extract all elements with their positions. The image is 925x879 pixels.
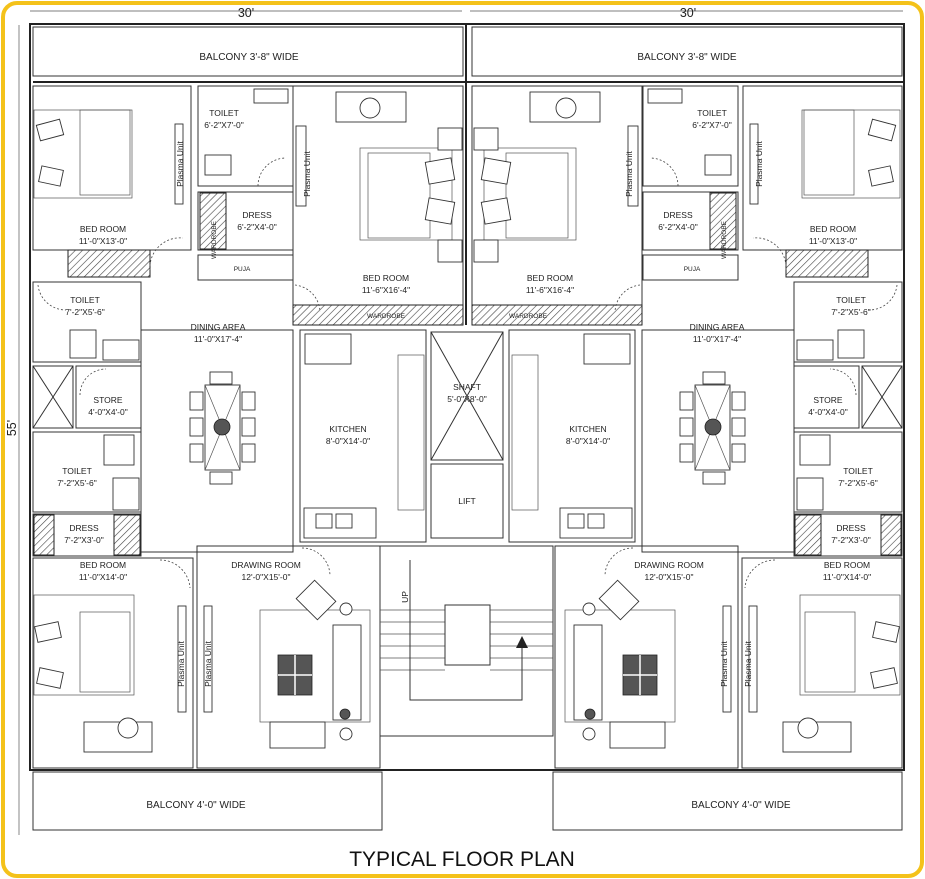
balcony-top-right: BALCONY 3'-8" WIDE (471, 26, 903, 77)
plasma-label: Plasma Unit (176, 640, 186, 686)
outer-walls (29, 23, 905, 771)
drawing-name-label: DRAWING ROOM (231, 560, 301, 570)
lift-label: LIFT (458, 496, 475, 506)
toilet-low-name-label: TOILET (62, 466, 92, 476)
dress-low-size-label: 7'-2"X3'-0" (64, 535, 104, 545)
plasma-label: Plasma Unit (754, 140, 764, 186)
bed-low-name-label: BED ROOM (80, 560, 126, 570)
bed-low-name-label: BED ROOM (824, 560, 870, 570)
store-size-label: 4'-0"X4'-0" (808, 407, 848, 417)
toilet-top-size-label: 6'-2"X7'-0" (204, 120, 244, 130)
toilet-low-name-label: TOILET (843, 466, 873, 476)
depth-label: 55' (5, 420, 19, 436)
balcony-bottom-left-label: BALCONY 4'-0" WIDE (146, 800, 246, 811)
balcony-bottom-right-label: BALCONY 4'-0" WIDE (691, 800, 791, 811)
dress-low-name-label: DRESS (836, 523, 866, 533)
toilet-mid-name-label: TOILET (836, 295, 866, 305)
bed-master-name-label: BED ROOM (527, 273, 573, 283)
bed-corner-size-label: 11'-0"X13'-0" (79, 236, 127, 246)
shaft (430, 331, 504, 461)
drawing-name-label: DRAWING ROOM (634, 560, 704, 570)
kitchen-name-label: KITCHEN (329, 424, 366, 434)
width-right-label: 30' (680, 6, 696, 20)
plasma-label-a: Plasma Unit (175, 140, 185, 186)
dining-name-label: DINING AREA (191, 322, 246, 332)
bed-master-size-label: 11'-6"X16'-4" (526, 285, 574, 295)
toilet-mid-name-label: TOILET (70, 295, 100, 305)
puja-label: PUJA (684, 266, 701, 273)
bed-corner-name-label: BED ROOM (810, 224, 856, 234)
left-unit: Plasma Unit BED ROOM 11'-0"X13'-0" TOILE… (32, 85, 464, 769)
balcony-top-left-label: BALCONY 3'-8" WIDE (199, 52, 299, 63)
dress-low-size-label: 7'-2"X3'-0" (831, 535, 871, 545)
toilet-top-size-label: 6'-2"X7'-0" (692, 120, 732, 130)
balcony-top-right-label: BALCONY 3'-8" WIDE (637, 52, 737, 63)
wardrobe-label: WARDROBE (211, 220, 218, 259)
toilet-mid-size-label: 7'-2"X5'-6" (831, 307, 871, 317)
dining-size-label: 11'-0"X17'-4" (194, 334, 242, 344)
dimension-lines: 30' 30' 55' (5, 6, 903, 835)
plasma-label: Plasma Unit (203, 640, 213, 686)
plasma-label: Plasma Unit (719, 640, 729, 686)
kitchen-size-label: 8'-0"X14'-0" (566, 436, 610, 446)
dining-size-label: 11'-0"X17'-4" (693, 334, 741, 344)
plan-title: TYPICAL FLOOR PLAN (349, 848, 575, 871)
core: SHAFT 5'-0"X8'-0" LIFT UP (379, 331, 554, 737)
kitchen-name-label: KITCHEN (569, 424, 606, 434)
staircase (379, 545, 554, 737)
dress-top-name-label: DRESS (242, 210, 272, 220)
dining-name-label: DINING AREA (690, 322, 745, 332)
dress-top-name-label: DRESS (663, 210, 693, 220)
dress-top-size-label: 6'-2"X4'-0" (237, 222, 277, 232)
stair-up-label: UP (400, 591, 410, 603)
width-left-label: 30' (238, 6, 254, 20)
toilet-low-size-label: 7'-2"X5'-6" (838, 478, 878, 488)
store-size-label: 4'-0"X4'-0" (88, 407, 128, 417)
drawing-size-label: 12'-0"X15'-0" (242, 572, 291, 582)
dress-top-size-label: 6'-2"X4'-0" (658, 222, 698, 232)
bed-low-size-label: 11'-0"X14'-0" (79, 572, 127, 582)
store-name-label: STORE (813, 395, 842, 405)
shaft-size-label: 5'-0"X8'-0" (447, 394, 487, 404)
balcony-bottom-right: BALCONY 4'-0" WIDE (552, 771, 903, 831)
store-name-label: STORE (93, 395, 122, 405)
shaft-name-label: SHAFT (453, 382, 481, 392)
kitchen-size-label: 8'-0"X14'-0" (326, 436, 370, 446)
bed-corner-size-label: 11'-0"X13'-0" (809, 236, 857, 246)
balcony-bottom-left: BALCONY 4'-0" WIDE (32, 771, 383, 831)
bed-low-size-label: 11'-0"X14'-0" (823, 572, 871, 582)
bed-corner-name-label: BED ROOM (80, 224, 126, 234)
puja-label: PUJA (234, 266, 251, 273)
wardrobe-label: WARDROBE (509, 313, 548, 320)
plasma-label: Plasma Unit (624, 150, 634, 196)
dress-low-name-label: DRESS (69, 523, 99, 533)
wardrobe-label: WARDROBE (721, 220, 728, 259)
lift (430, 463, 504, 539)
toilet-top-name-label: TOILET (697, 108, 727, 118)
right-unit: Plasma Unit BED ROOM 11'-0"X13'-0" TOILE… (471, 85, 903, 769)
drawing-size-label: 12'-0"X15'-0" (645, 572, 694, 582)
balcony-top-left: BALCONY 3'-8" WIDE (32, 26, 464, 77)
wardrobe-label: WARDROBE (367, 313, 406, 320)
bed-master-name-label: BED ROOM (363, 273, 409, 283)
plasma-label: Plasma Unit (743, 640, 753, 686)
plasma-label: Plasma Unit (302, 150, 312, 196)
bed-master-size-label: 11'-6"X16'-4" (362, 285, 410, 295)
toilet-mid-size-label: 7'-2"X5'-6" (65, 307, 105, 317)
toilet-low-size-label: 7'-2"X5'-6" (57, 478, 97, 488)
toilet-top-name-label: TOILET (209, 108, 239, 118)
